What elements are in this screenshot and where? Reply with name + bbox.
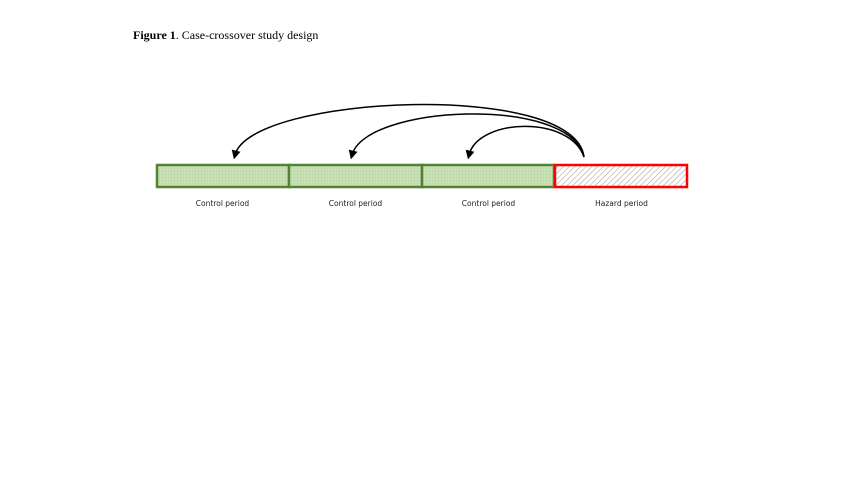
figure-caption: . Case-crossover study design — [175, 28, 319, 42]
hazard-period-label: Hazard period — [595, 199, 648, 208]
arrow-to-control-2 — [348, 113, 585, 160]
figure-title: Figure 1. Case-crossover study design — [133, 28, 318, 43]
control-period-label-1: Control period — [195, 199, 250, 208]
control-period-box-2 — [287, 163, 424, 189]
hazard-period-box — [553, 163, 689, 189]
arrow-to-control-3 — [465, 125, 585, 160]
control-period-box-3 — [420, 163, 556, 189]
control-period-label-2: Control period — [328, 199, 383, 208]
figure-label: Figure 1 — [133, 28, 176, 42]
control-period-label-3: Control period — [461, 199, 516, 208]
control-period-box-1 — [155, 163, 291, 189]
arrow-to-control-1 — [231, 103, 585, 160]
